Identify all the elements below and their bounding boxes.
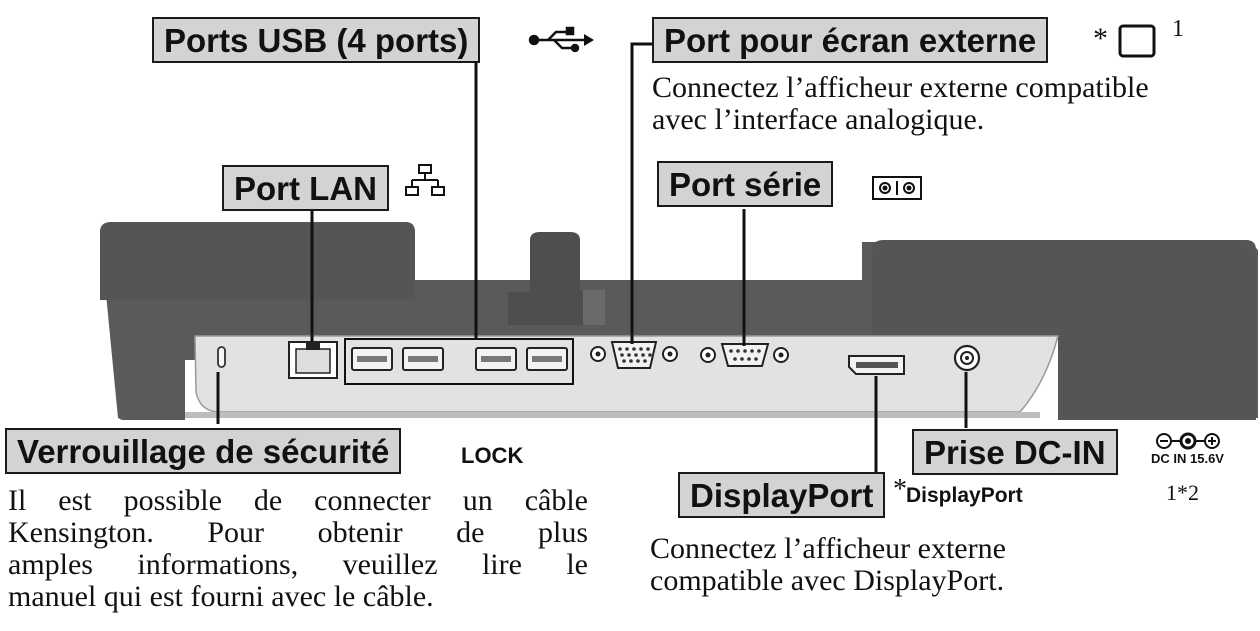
description-line: Il est possible de connecter un câble xyxy=(8,484,588,517)
description-line: Connectez l’afficheur externe compatible xyxy=(652,71,1149,104)
usb-ports-label: Ports USB (4 ports) xyxy=(152,17,481,63)
serial-port xyxy=(700,343,789,367)
lan-port-label: Port LAN xyxy=(222,165,389,211)
description-line: Kensington. Pour obtenir de plus xyxy=(8,516,588,549)
dc-voltage-marking: DC IN 15.6V xyxy=(1151,451,1224,466)
ext-display-footnote: 1 xyxy=(1172,16,1184,42)
usb-icon xyxy=(528,26,594,53)
displayport-asterisk: * xyxy=(893,474,907,505)
monitor-icon xyxy=(1118,24,1156,58)
right-pillar xyxy=(872,240,1256,420)
panel-lip xyxy=(185,412,1040,418)
displayport-socket xyxy=(848,355,905,375)
vga-leader xyxy=(630,42,652,344)
left-pillar xyxy=(100,222,415,300)
dock-body xyxy=(100,222,1258,420)
displayport-label: DisplayPort xyxy=(678,472,886,518)
description-line: compatible avec DisplayPort. xyxy=(650,564,1005,597)
lock-slot xyxy=(217,346,226,368)
lan-port xyxy=(288,341,338,379)
external-display-port-label: Port pour écran externe xyxy=(652,17,1049,63)
description-line: amples informations, veuillez lire le xyxy=(8,548,588,581)
network-icon xyxy=(405,164,445,196)
vga-port xyxy=(590,341,678,369)
serial-port-label: Port série xyxy=(657,161,834,207)
ext-display-description: Connectez l’afficheur externe compatible… xyxy=(652,72,1149,136)
tower-shadow xyxy=(583,290,605,325)
displayport-description: Connectez l’afficheur externe compatible… xyxy=(650,533,1006,597)
dc-in-jack xyxy=(953,344,981,372)
lock-marking: LOCK xyxy=(461,443,524,468)
description-line: avec l’interface analogique. xyxy=(652,103,985,136)
usb-port xyxy=(351,347,393,371)
center-tower xyxy=(508,232,600,325)
displayport-marking: DisplayPort xyxy=(906,484,1023,507)
usb-port xyxy=(475,347,517,371)
usb-group-frame xyxy=(344,338,574,385)
ext-display-asterisk: * xyxy=(1093,22,1108,55)
security-lock-label: Verrouillage de sécurité xyxy=(5,428,402,474)
dc-polarity-icon xyxy=(1156,432,1220,450)
security-description: Il est possible de connecter un câble Ke… xyxy=(8,485,588,613)
description-line: Connectez l’afficheur externe xyxy=(650,532,1006,565)
leader-lines xyxy=(216,42,968,472)
usb-port xyxy=(526,347,568,371)
displayport-footnote: 1*2 xyxy=(1166,480,1199,505)
serial-port-icon xyxy=(872,176,922,200)
usb-port xyxy=(402,347,444,371)
dc-in-label: Prise DC-IN xyxy=(912,429,1118,475)
description-line: manuel qui est fourni avec le câble. xyxy=(8,580,434,613)
